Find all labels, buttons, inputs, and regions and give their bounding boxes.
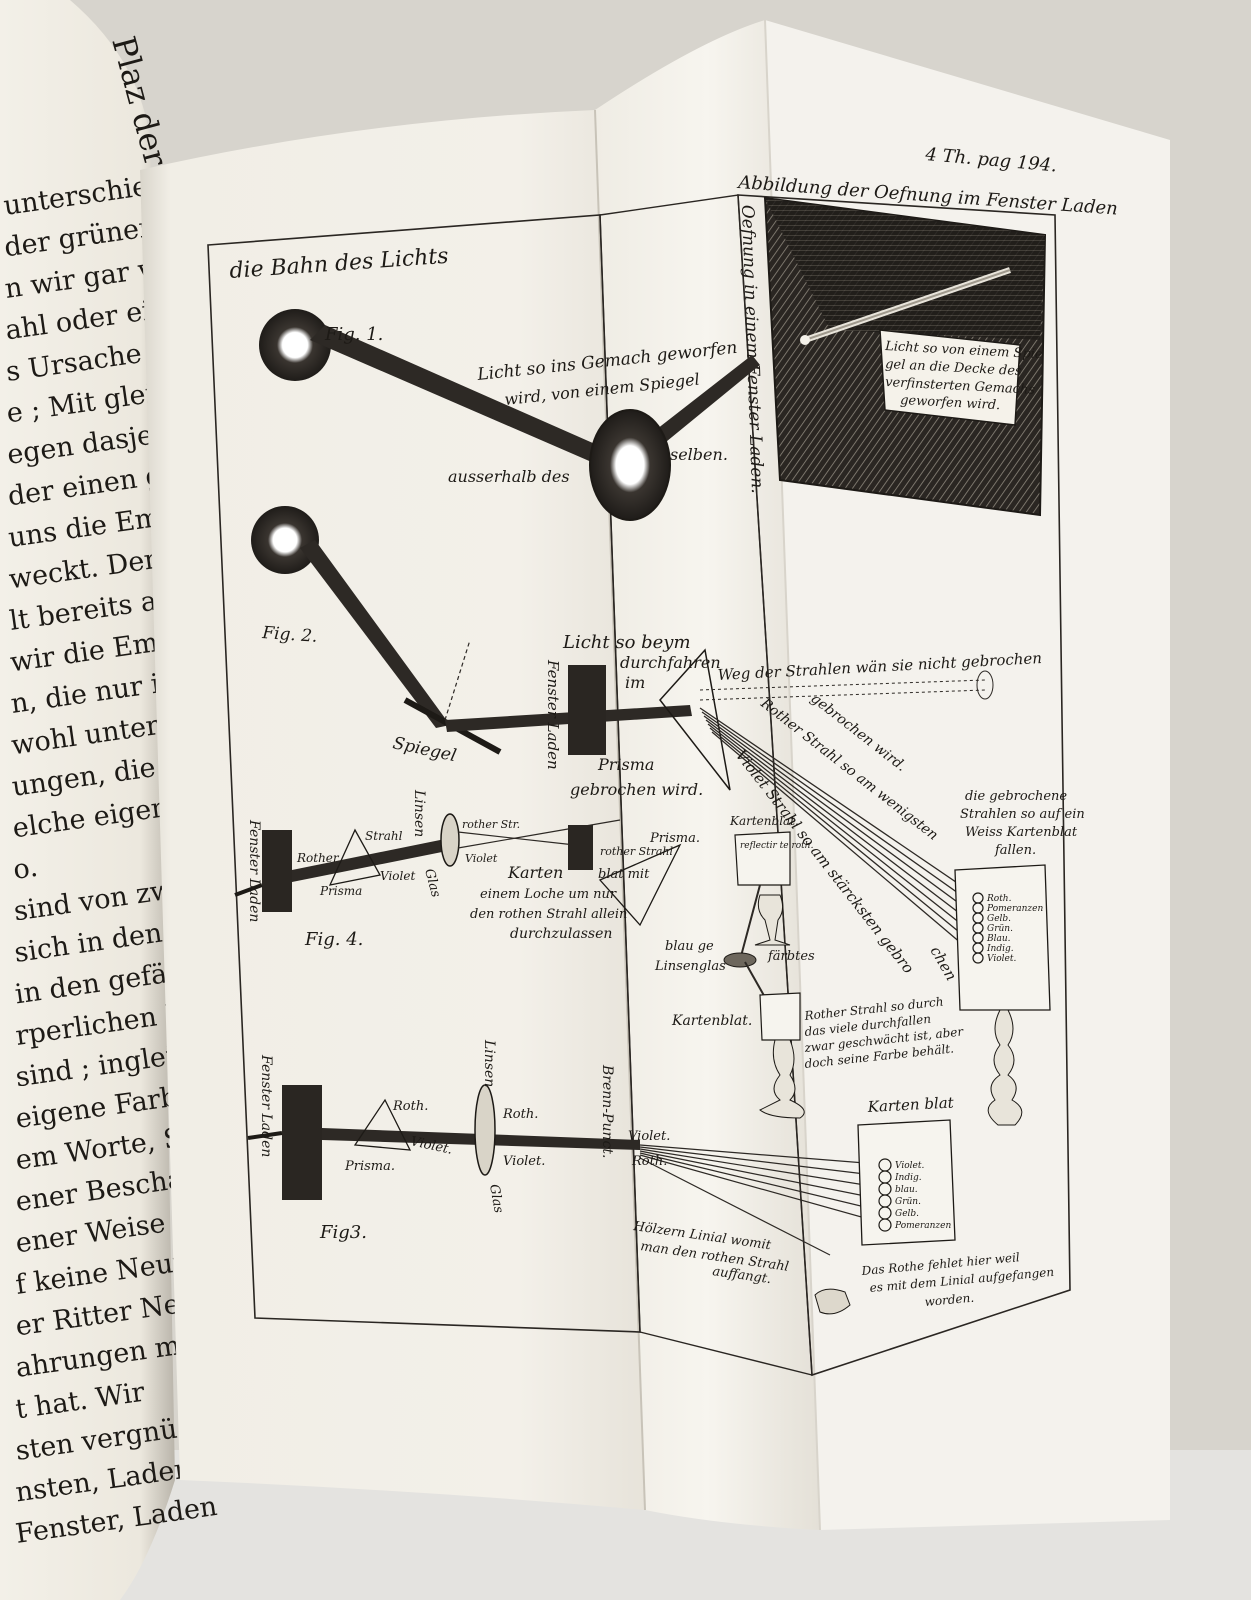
fig3-color-5: Gelb. [895, 1209, 919, 1219]
window-shutter-illustration [763, 196, 1047, 517]
fig3-linsen-label: Linsen [481, 1039, 497, 1087]
fig3-color-2: Indig. [894, 1173, 922, 1183]
fig4-label: Fig. 4. [304, 929, 363, 950]
fig3-color-1: Violet. [895, 1161, 924, 1171]
fig3-prism-icon [353, 1098, 412, 1151]
fig2-color-4: Grün. [987, 924, 1013, 934]
fig4-prisma-label: Prisma [319, 884, 362, 898]
fig2-color-1: Roth. [986, 894, 1012, 904]
fig4-rother-strahl-label: rother Strahl [600, 845, 674, 858]
fig3-kartenblat-label: Karten blat [866, 1093, 955, 1116]
fig3-hand-icon [814, 1288, 851, 1315]
fig2-gebrochene-line-1: die gebrochene [965, 789, 1067, 804]
fig4-blau-line-3: färbtes [767, 949, 815, 964]
fig4-illustration [234, 813, 805, 1119]
fig4-kartenblat-label: Kartenblat. [729, 814, 799, 828]
fig1-label: Fig. 1. [324, 324, 383, 345]
fig3-prisma-label: Prisma. [344, 1159, 395, 1174]
fig3-color-6: Pomeranzen [894, 1221, 952, 1231]
fig3-lens-icon [474, 1084, 496, 1176]
plate-border-right [737, 194, 1071, 1377]
fig2-stand [987, 1009, 1023, 1126]
fig4-kartenblat2-label: Kartenblat. [671, 1013, 752, 1029]
fig1-caption-line-4: selben. [670, 445, 728, 464]
fig4-shutter [262, 830, 292, 912]
fig1-illustration [259, 309, 760, 521]
fig4-fenster-label: Fenster Laden [246, 819, 262, 922]
fig4-violet-label: Violet [380, 869, 415, 883]
fig2-color-7: Violet. [987, 954, 1016, 964]
fig4-prism-icon [328, 828, 382, 886]
fig3-violet3-label: Violet. [628, 1129, 670, 1144]
fig2-licht-line-1: Licht so beym [562, 632, 691, 653]
fig4-strahl-label: Strahl [365, 829, 403, 843]
fig2-color-6: Indig. [986, 944, 1014, 954]
fig3-violet2-label: Violet. [503, 1154, 545, 1169]
fig4-glas-label: Glas [421, 867, 443, 899]
fig2-fenster-label: Fenster Laden [544, 659, 562, 770]
fig2-prisma-line-1: Prisma [597, 755, 654, 774]
fig4-blau-line-2: Linsenglas [654, 959, 726, 974]
fig4-prism2-icon [598, 843, 682, 927]
fig4-lens-icon [440, 813, 460, 867]
fig4-karten-line-5: durchzulassen [510, 926, 612, 942]
fig3-shutter [282, 1085, 322, 1200]
box-caption-line-2: gel an die Decke des [885, 357, 1023, 379]
fig1-sun-icon [259, 309, 331, 381]
left-page-line: o. [11, 852, 39, 886]
fig3-color-4: Grün. [895, 1197, 921, 1207]
fig2-licht-line-3: im [625, 673, 645, 692]
fig4-prisma2-label: Prisma. [649, 831, 700, 846]
fig3-rothe-line-3: worden. [924, 1291, 975, 1309]
box-caption-line-4: geworfen wird. [900, 393, 1001, 413]
fig3-roth2-label: Roth. [502, 1107, 538, 1122]
fig2-licht-line-2: durchfahren [620, 653, 721, 672]
fig2-color-3: Gelb. [987, 914, 1011, 924]
fig3-color-list: Violet. Indig. blau. Grün. Gelb. Pomeran… [894, 1161, 952, 1231]
fig3-illustration [247, 1084, 956, 1315]
fig2-label: Fig. 2. [261, 623, 318, 647]
fig3-roth3-label: Roth. [631, 1154, 667, 1169]
fig4-rother-str-label: rother Str. [462, 818, 520, 831]
fig2-gebrochene-line-3: Weiss Kartenblat [965, 825, 1078, 840]
fig2-color-5: Blau. [986, 934, 1011, 944]
fig2-color-2: Pomeranzen [986, 904, 1044, 914]
fig4-reflect-label: reflectir te roth. [740, 841, 814, 851]
fig3-color-3: blau. [895, 1185, 918, 1195]
fig2-gebrochene-line-4: fallen. [994, 843, 1036, 858]
fig1-mirror-icon [589, 409, 671, 521]
fig3-brenn-label: Brenn-Punct. [599, 1064, 615, 1158]
fig3-label: Fig3. [319, 1222, 367, 1243]
fig2-shutter [568, 665, 606, 755]
caption-card [879, 329, 1021, 426]
fig2-color-list: Roth. Pomeranzen Gelb. Grün. Blau. Indig… [986, 894, 1044, 964]
fig3-glas-label: Glas [486, 1183, 506, 1214]
fig2-gebrochene-line-2: Strahlen so auf ein [960, 807, 1085, 822]
fig1-caption-line-3: ausserhalb des [448, 467, 570, 486]
fig4-blau-line-1: blau ge [665, 939, 714, 954]
fig4-linsen-label: Linsen [411, 789, 427, 837]
fig4-blue-lens [723, 952, 757, 968]
fig4-reflect-card [734, 831, 791, 886]
fig4-karten-line-1: Karten [507, 863, 563, 882]
fig4-karten-line-3: einem Loche um nur [480, 887, 617, 902]
fig2-gebrochene-caption: die gebrochene Strahlen so auf ein Weiss… [960, 789, 1085, 858]
fig2-prisma-line-2: gebrochen wird. [570, 780, 703, 799]
fig4-kartenblat-hole [568, 825, 593, 870]
fig2-illustration [251, 506, 1051, 1126]
fig4-violet2-label: Violet [465, 852, 498, 865]
fig3-fenster-label: Fenster Laden [258, 1054, 274, 1157]
fig3-roth-label: Roth. [392, 1099, 428, 1114]
fig4-karten-line-2: blat mit [598, 867, 650, 882]
fig4-rother-label: Rother [296, 851, 340, 865]
fig2-sun-icon [251, 506, 319, 574]
fig4-karten-line-4: den rothen Strahl allein [470, 907, 627, 922]
